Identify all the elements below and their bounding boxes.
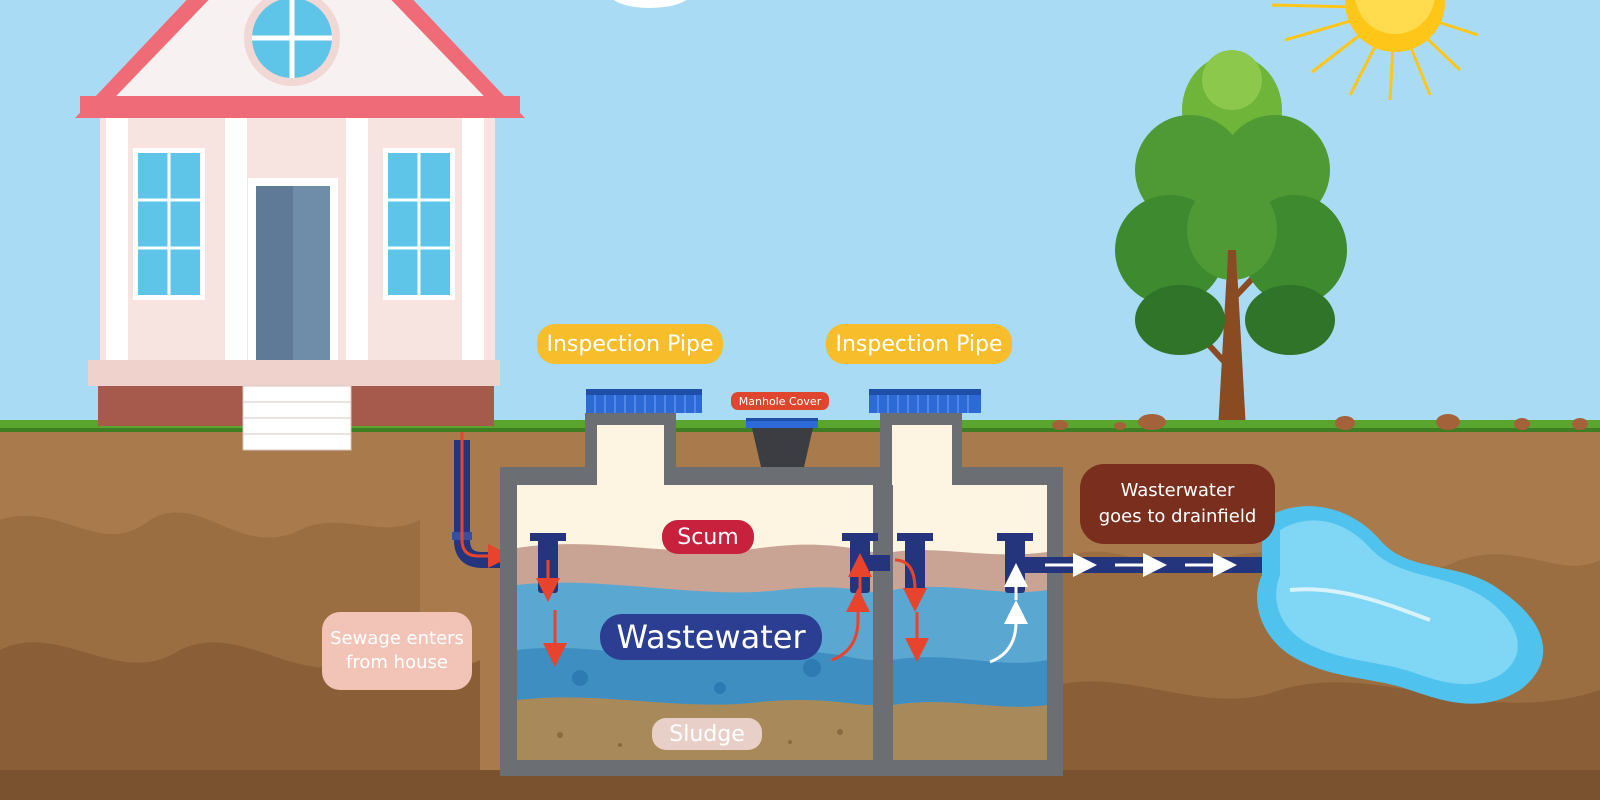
sun-icon: [1271, 0, 1479, 101]
sewage-enters-label: Sewage enters from house: [322, 612, 472, 690]
wastewater-label: Wastewater: [600, 614, 822, 660]
drainfield-label: Wasterwater goes to drainfield: [1080, 464, 1275, 544]
flow-arrows: [536, 553, 929, 667]
manhole-cover-label: Manhole Cover: [731, 392, 829, 410]
soil-layer: [0, 770, 1600, 800]
inspection-pipe-label-left: Inspection Pipe: [537, 324, 723, 364]
house: [75, 0, 525, 451]
inspection-pipe-left: [586, 389, 702, 413]
cloud: [613, 0, 687, 8]
sewage-label-line-2: from house: [346, 652, 448, 673]
inspection-pipe-label-right: Inspection Pipe: [826, 324, 1012, 364]
drainfield-water: [1257, 506, 1544, 704]
inlet-pipe: [452, 432, 535, 568]
manhole-cover: [746, 418, 818, 467]
outflow-arrows: [989, 563, 1028, 664]
inspection-pipe-right: [869, 389, 981, 413]
tree: [1115, 50, 1347, 430]
rocks: [1052, 414, 1588, 430]
sewage-label-line-1: Sewage enters: [330, 628, 464, 649]
drainfield-label-line-2: goes to drainfield: [1098, 506, 1257, 527]
sludge-label: Sludge: [652, 718, 762, 750]
drainfield-label-line-1: Wasterwater: [1120, 480, 1235, 501]
scum-label: Scum: [662, 520, 754, 554]
